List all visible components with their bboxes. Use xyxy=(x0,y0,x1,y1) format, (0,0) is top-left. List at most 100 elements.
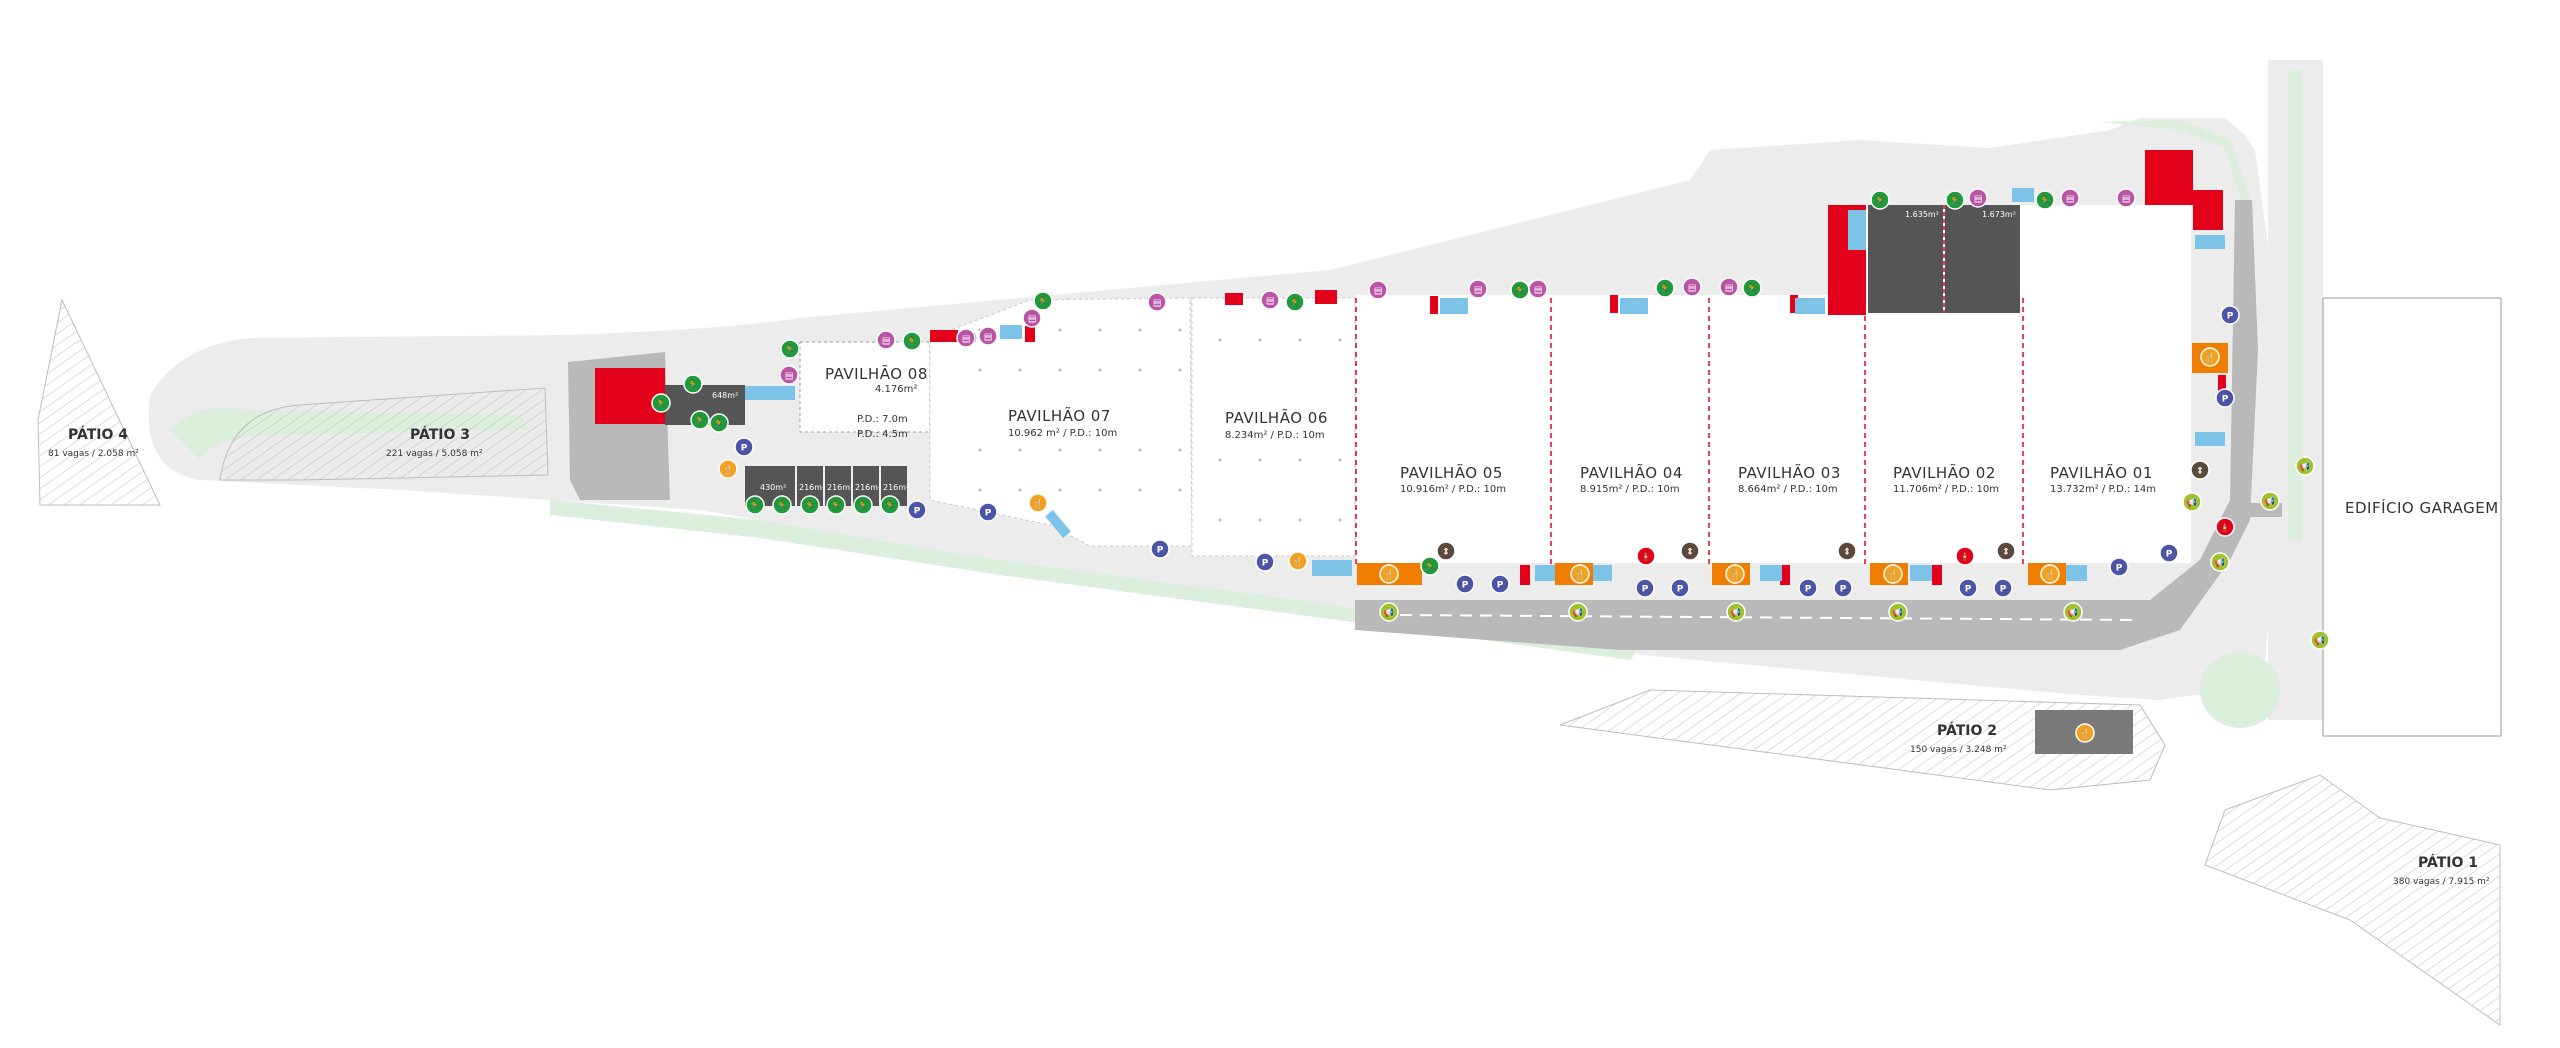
dock-icon: ▤ xyxy=(1968,188,1988,208)
exit-icon-glyph: 🏃 xyxy=(713,418,724,430)
exit-icon-glyph: 🏃 xyxy=(1424,561,1435,573)
dock-icon: ▤ xyxy=(978,326,998,346)
pavilion-01-name: PAVILHÃO 01 xyxy=(2050,463,2153,482)
column-grid xyxy=(978,328,1342,522)
exit-icon-glyph: 🏃 xyxy=(1514,285,1525,297)
exit-icon-glyph: 🏃 xyxy=(1949,195,1960,207)
exit-icon-glyph: 🏃 xyxy=(1746,283,1757,295)
parking-icon-glyph: P xyxy=(1262,559,1269,569)
parking-icon: P xyxy=(734,437,754,457)
dock-icon: ▤ xyxy=(1468,279,1488,299)
east-strip-green xyxy=(2288,70,2302,540)
parking-icon-glyph: P xyxy=(1805,585,1812,595)
parking-icon-glyph: P xyxy=(2000,585,2007,595)
dock-icon-glyph: ▤ xyxy=(1725,284,1734,294)
dock-icon-glyph: ▤ xyxy=(785,372,794,382)
patio-4-area xyxy=(37,298,161,506)
parking-icon: P xyxy=(2215,388,2235,408)
garage-building xyxy=(2322,297,2502,737)
pavilion-07-spec: 10.962 m² / P.D.: 10m xyxy=(1008,428,1117,439)
patio-1-area xyxy=(2204,774,2501,1026)
parking-icon-glyph: P xyxy=(914,507,921,517)
parking-icon-glyph: P xyxy=(2116,564,2123,574)
patio-4-name: PÁTIO 4 xyxy=(68,426,128,443)
dock-icon-glyph: ▤ xyxy=(1374,287,1383,297)
elevator-icon: ⇕ xyxy=(2190,460,2210,480)
red-block-west xyxy=(595,368,665,424)
restaurant-icon-glyph: 🍴 xyxy=(722,464,733,476)
pavilion-02-spec: 11.706m² / P.D.: 10m xyxy=(1893,484,1999,495)
parking-icon: P xyxy=(907,500,927,520)
exit-icon-glyph: 🏃 xyxy=(857,500,868,512)
parking-icon: P xyxy=(1635,578,1655,598)
restaurant-icon: 🍴 xyxy=(1288,551,1308,571)
support-red-blocks xyxy=(930,150,2226,585)
parking-icon: P xyxy=(1993,578,2013,598)
dock-icon-glyph: ▤ xyxy=(1534,286,1543,296)
access-icon-glyph: 📢 xyxy=(2264,496,2275,508)
pavilion-03-name: PAVILHÃO 03 xyxy=(1738,463,1841,482)
storage-block-1673 xyxy=(1945,205,2020,313)
access-icon: 📢 xyxy=(2182,492,2202,512)
pavilion-07-building xyxy=(929,297,1193,547)
access-icon: 📢 xyxy=(1888,602,1908,622)
elevator-icon: ⇕ xyxy=(1996,541,2016,561)
parking-icon: P xyxy=(1255,552,1275,572)
access-icon-glyph: 📢 xyxy=(1383,607,1394,619)
area-648: 648m² xyxy=(712,391,738,400)
restaurant-icon: 🍴 xyxy=(1379,564,1399,584)
exit-icon-glyph: 🏃 xyxy=(1289,297,1300,309)
exit-icon: 🏃 xyxy=(780,339,800,359)
parking-icon-glyph: P xyxy=(2222,395,2229,405)
patio-3-name: PÁTIO 3 xyxy=(410,426,470,443)
elevator-icon-glyph: ⇕ xyxy=(1442,548,1450,558)
parking-icon-glyph: P xyxy=(2227,312,2234,322)
dock-icon: ▤ xyxy=(2060,188,2080,208)
dock-icon: ▤ xyxy=(2116,188,2136,208)
dock-icon: ▤ xyxy=(1682,277,1702,297)
pavilion-06-name: PAVILHÃO 06 xyxy=(1225,408,1328,427)
exit-icon-glyph: 🏃 xyxy=(776,500,787,512)
restaurant-icon-glyph: 🍴 xyxy=(2204,352,2215,364)
area-1635: 1.635m² xyxy=(1905,210,1939,219)
exit-icon: 🏃 xyxy=(1285,292,1305,312)
access-icon: 📢 xyxy=(1726,602,1746,622)
dock-icon: ▤ xyxy=(1368,280,1388,300)
parking-icon-glyph: P xyxy=(1642,585,1649,595)
parking-icon-glyph: P xyxy=(985,509,992,519)
exit-icon-glyph: 🏃 xyxy=(2039,195,2050,207)
parking-icon: P xyxy=(2109,557,2129,577)
restaurant-icon-glyph: 🍴 xyxy=(1383,569,1394,581)
firefight-icon-glyph: 🧯 xyxy=(2219,522,2230,534)
dock-icon: ▤ xyxy=(956,328,976,348)
patio-2-spec: 150 vagas / 3.248 m² xyxy=(1910,745,2007,755)
exit-icon: 🏃 xyxy=(1033,291,1053,311)
service-road xyxy=(1355,200,2258,650)
pavilion-01-spec: 13.732m² / P.D.: 14m xyxy=(2050,484,2156,495)
exit-icon: 🏃 xyxy=(853,495,873,515)
parking-icon: P xyxy=(1455,574,1475,594)
storage-block-1635 xyxy=(1868,205,1943,313)
exit-icon-glyph: 🏃 xyxy=(830,500,841,512)
firefight-icon: 🧯 xyxy=(1636,546,1656,566)
restaurant-icon-glyph: 🍴 xyxy=(2079,728,2090,740)
dock-icon-glyph: ▤ xyxy=(2122,195,2131,205)
parking-icon: P xyxy=(1670,578,1690,598)
exit-icon: 🏃 xyxy=(1945,190,1965,210)
pavilion-03-building xyxy=(1709,295,1865,563)
exit-icon: 🏃 xyxy=(1420,556,1440,576)
parking-icon-glyph: P xyxy=(1462,581,1469,591)
exit-icon: 🏃 xyxy=(880,495,900,515)
exit-icon: 🏃 xyxy=(651,393,671,413)
pavilion-05-name: PAVILHÃO 05 xyxy=(1400,463,1503,482)
exit-icon: 🏃 xyxy=(690,410,710,430)
parking-icon: P xyxy=(2220,305,2240,325)
restaurant-icon-glyph: 🍴 xyxy=(1032,498,1043,510)
exit-icon: 🏃 xyxy=(709,413,729,433)
exit-icon-glyph: 🏃 xyxy=(655,398,666,410)
garage-label: EDIFÍCIO GARAGEM xyxy=(2345,498,2499,517)
dock-icon: ▤ xyxy=(1147,292,1167,312)
exit-icon-glyph: 🏃 xyxy=(687,379,698,391)
area-216b: 216m² xyxy=(827,483,853,492)
